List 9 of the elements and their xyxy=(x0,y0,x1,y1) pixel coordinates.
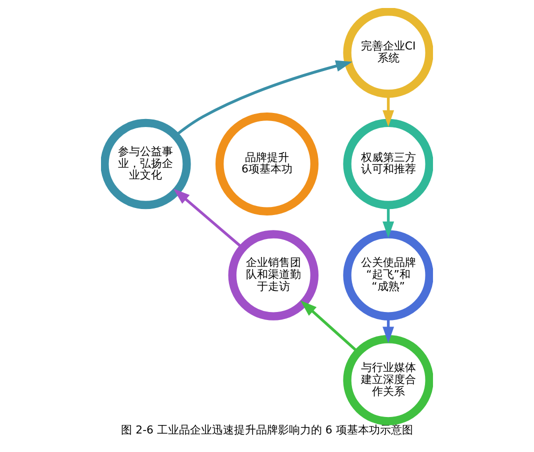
node-circle: 权威第三方认可和推荐 xyxy=(343,118,433,210)
node-circle: 品牌提升 6项基本功 xyxy=(215,112,319,216)
arrow xyxy=(300,300,359,353)
node-circle: 完善企业CI 系统 xyxy=(343,8,433,98)
arrow xyxy=(173,188,244,249)
caption: 图 2-6 工业品企业迅速提升品牌影响力的 6 项基本功示意图 xyxy=(121,424,413,437)
node-circle: 与行业媒体建立深度合作关系 xyxy=(343,335,433,426)
arrow xyxy=(174,60,352,137)
node-circle: 公关使品牌“起飞”和“成熟” xyxy=(343,230,433,320)
